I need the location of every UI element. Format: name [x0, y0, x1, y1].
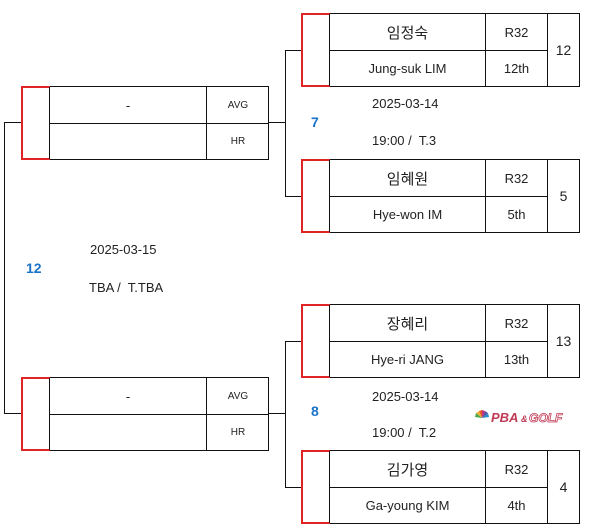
round-label: R32	[504, 24, 529, 40]
bracket-connector	[268, 413, 285, 414]
match-date: 2025-03-15	[90, 242, 157, 257]
svg-text:&: &	[521, 414, 528, 424]
bracket-connector	[268, 122, 285, 123]
bracket-connector	[285, 487, 302, 488]
score-value: 13	[555, 333, 572, 349]
svg-text:PBA: PBA	[491, 410, 518, 425]
player-name: -	[125, 388, 131, 404]
round-label: R32	[504, 170, 529, 186]
player-name-english: Hye-ri JANG	[371, 352, 444, 367]
seed-rank: 4th	[507, 498, 526, 513]
bracket-connector	[285, 50, 302, 51]
bracket-connector	[285, 196, 302, 197]
round-number: 7	[311, 114, 319, 130]
score-box: 12	[547, 13, 580, 87]
round-number: 12	[26, 260, 42, 276]
seed-rank: 13th	[503, 352, 530, 367]
round-number: 8	[311, 403, 319, 419]
player-name: -	[125, 97, 131, 113]
seed-box	[301, 159, 330, 233]
seed-box	[21, 86, 50, 160]
logo-icon: PBA & GOLF	[475, 410, 563, 425]
stat-label-avg: AVG	[227, 390, 249, 402]
player-name-korean: 임정숙	[386, 24, 429, 42]
player-name-english: Hye-won IM	[372, 207, 443, 222]
player-name-korean: 임혜원	[386, 170, 429, 188]
match-time-table: TBA / T.TBA	[89, 280, 164, 295]
seed-rank: 5th	[507, 207, 526, 222]
seed-box	[301, 13, 330, 87]
score-value: 5	[559, 188, 568, 204]
seed-box	[301, 304, 330, 378]
player-card[interactable]: 김가영 Ga-young KIM R32 4th	[301, 450, 548, 524]
player-card[interactable]: 장혜리 Hye-ri JANG R32 13th	[301, 304, 548, 378]
score-box: 4	[547, 450, 580, 524]
bracket-connector	[4, 413, 21, 414]
round-label: R32	[504, 461, 529, 477]
pba-golf-logo: PBA & GOLF	[474, 409, 572, 425]
player-card[interactable]: 임정숙 Jung-suk LIM R32 12th	[301, 13, 548, 87]
bracket-connector	[4, 122, 5, 414]
score-box: 5	[547, 159, 580, 233]
round-label: R32	[504, 315, 529, 331]
match-date: 2025-03-14	[372, 389, 439, 404]
seed-box	[301, 450, 330, 524]
match-time-table: 19:00 / T.2	[372, 425, 437, 440]
seed-rank: 12th	[503, 61, 530, 76]
player-name-english: Ga-young KIM	[365, 498, 450, 513]
seed-box	[21, 377, 50, 451]
bracket-connector	[4, 122, 21, 123]
semifinal-slot-top[interactable]: - AVG HR	[21, 86, 269, 160]
score-value: 12	[555, 42, 572, 58]
player-name-korean: 김가영	[386, 461, 429, 479]
player-name-korean: 장혜리	[386, 315, 429, 333]
stat-label-avg: AVG	[227, 99, 249, 111]
match-date: 2025-03-14	[372, 96, 439, 111]
player-card[interactable]: 임혜원 Hye-won IM R32 5th	[301, 159, 548, 233]
svg-text:GOLF: GOLF	[529, 411, 563, 425]
score-value: 4	[559, 479, 568, 495]
semifinal-slot-bottom[interactable]: - AVG HR	[21, 377, 269, 451]
player-name-english: Jung-suk LIM	[368, 61, 447, 76]
score-box: 13	[547, 304, 580, 378]
stat-label-hr: HR	[230, 427, 246, 438]
bracket-connector	[285, 50, 286, 197]
match-time-table: 19:00 / T.3	[372, 133, 437, 148]
bracket-connector	[285, 341, 302, 342]
bracket-connector	[285, 341, 286, 488]
stat-label-hr: HR	[230, 136, 246, 147]
